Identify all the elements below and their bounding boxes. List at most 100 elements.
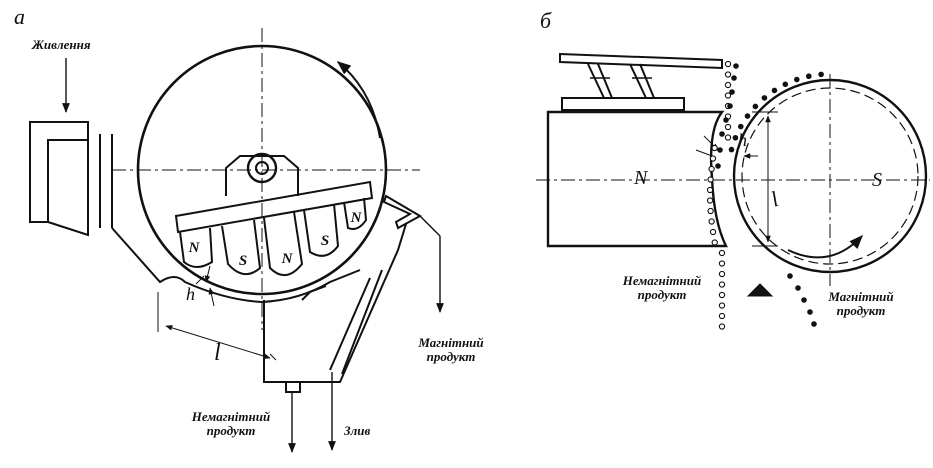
feed-hopper (29, 121, 89, 223)
gap-h-arrow-a (208, 287, 215, 307)
panel-a-letter: а (14, 4, 25, 29)
magnetic-product-label-a: Магнітний продукт (396, 336, 506, 364)
pole-labels-a: N S N S N (188, 210, 363, 269)
magnetic-particle (761, 95, 768, 101)
magnetic-particle (732, 134, 739, 141)
magnetic-particle (807, 309, 813, 315)
nonmagnetic-particle (707, 207, 714, 215)
magnetic-particle (733, 63, 739, 69)
nonmagnetic-particle (718, 312, 726, 320)
nonmagnetic-particle (707, 176, 714, 183)
splitter-a (382, 194, 423, 230)
magnetic-particle (727, 103, 733, 109)
length-l-label-a: l (214, 340, 221, 366)
nonmagnetic-particle (724, 81, 732, 89)
magnetic-particle (737, 123, 744, 130)
magnetic-particle (795, 285, 801, 291)
pole-tooth-3 (263, 211, 304, 276)
nonmagnetic-particle (708, 165, 715, 173)
magnetic-particle (744, 113, 751, 119)
magnetic-particle (715, 163, 721, 169)
rack-top (559, 52, 723, 70)
magnetic-particle (793, 76, 800, 83)
panel-a-drawing (29, 28, 444, 453)
nonmagnetic-particle (724, 92, 732, 99)
magnetic-particle (719, 131, 725, 137)
nonmagnetic-particle (706, 197, 714, 204)
magnetic-particle (787, 273, 793, 279)
nonmagnetic-particle (718, 281, 726, 288)
magnet-bracket (225, 155, 299, 196)
panel-b-letter: б (540, 8, 552, 33)
pole-label-a-4: S (321, 233, 329, 249)
gap-h-label-a: h (186, 284, 195, 304)
nonmagnetic-particle (718, 260, 726, 267)
magnetic-product-a-line2: продукт (426, 349, 476, 364)
nonmagnetic-particle (709, 228, 717, 236)
magnetic-particle (717, 147, 723, 153)
nonmagnetic-particle (706, 186, 714, 194)
pole-s-label-b: S (872, 169, 882, 191)
shaft-inner (255, 161, 269, 175)
nonmagnetic-particle (724, 134, 732, 141)
magnetic-particle (723, 117, 729, 123)
magnetic-particle (728, 146, 735, 153)
magnetic-product-a-line1: Магнітний (418, 335, 484, 350)
pole-tooth-5 (343, 197, 368, 230)
rack-base (561, 97, 685, 111)
magnet-comb (174, 180, 374, 234)
magnetic-particle (752, 103, 759, 110)
particles-magnetic (715, 63, 824, 327)
nonmagnetic-product-a-line2: продукт (206, 423, 256, 438)
pole-label-a-2: S (239, 253, 247, 269)
magnetic-product-label-b: Магнітний продукт (806, 290, 916, 318)
magnetic-particle (729, 89, 735, 95)
magnetic-particle (805, 73, 812, 80)
magnetic-particle (731, 75, 737, 81)
pole-label-a-3: N (281, 251, 294, 267)
nonmagnetic-particle (718, 323, 726, 330)
pole-tooth-1 (179, 227, 214, 268)
nonmagnetic-particle (724, 60, 732, 68)
feed-chute (47, 122, 89, 237)
magnetic-particle (801, 297, 807, 303)
nonmagnetic-particle (718, 270, 726, 278)
length-l-label-b: l (767, 186, 781, 212)
magnetic-particle (771, 87, 778, 94)
panel-b-drawing (536, 52, 930, 297)
pole-n-label-b: N (633, 167, 649, 189)
pole-label-a-1: N (188, 240, 201, 256)
pole-label-a-5: N (350, 210, 363, 226)
magnetic-product-b-line2: продукт (836, 303, 886, 318)
shaft-outer (246, 152, 278, 184)
nonmagnetic-product-b-line1: Немагнітний (622, 273, 702, 288)
nonmagnetic-product-label-a: Немагнітний продукт (176, 410, 286, 438)
pole-tooth-4 (303, 203, 340, 257)
nonmagnetic-particle (718, 302, 726, 309)
drain-label: Злив (344, 423, 371, 438)
magnetic-particle (818, 71, 824, 78)
splitter-triangle-b (746, 283, 774, 297)
rotation-arrow-b (787, 234, 863, 259)
gap-h-label-b: h (738, 130, 747, 150)
length-l-dimension-a (165, 325, 271, 359)
tank-trough (111, 227, 361, 304)
nonmagnetic-product-b-line2: продукт (637, 287, 687, 302)
nonmagnetic-particle (709, 155, 717, 162)
magnetic-particle (811, 321, 817, 327)
pole-tooth-2 (221, 219, 262, 275)
magnetic-particle (782, 81, 789, 88)
nonmagnetic-particle (711, 239, 718, 246)
nonmagnetic-particle (718, 249, 726, 257)
nonmagnetic-particle (724, 71, 732, 78)
nonmagnetic-product-a-line1: Немагнітний (191, 409, 271, 424)
nonmagnetic-particle (711, 144, 718, 152)
nonmagnetic-particle (718, 291, 726, 299)
magnetic-product-b-line1: Магнітний (828, 289, 894, 304)
nonmagnetic-particle (724, 123, 732, 131)
nonmagnetic-particle (708, 218, 715, 225)
rotation-arrow-a (336, 61, 381, 139)
nonmagnetic-product-label-b: Немагнітний продукт (612, 274, 712, 302)
feed-label: Живлення (32, 37, 91, 52)
